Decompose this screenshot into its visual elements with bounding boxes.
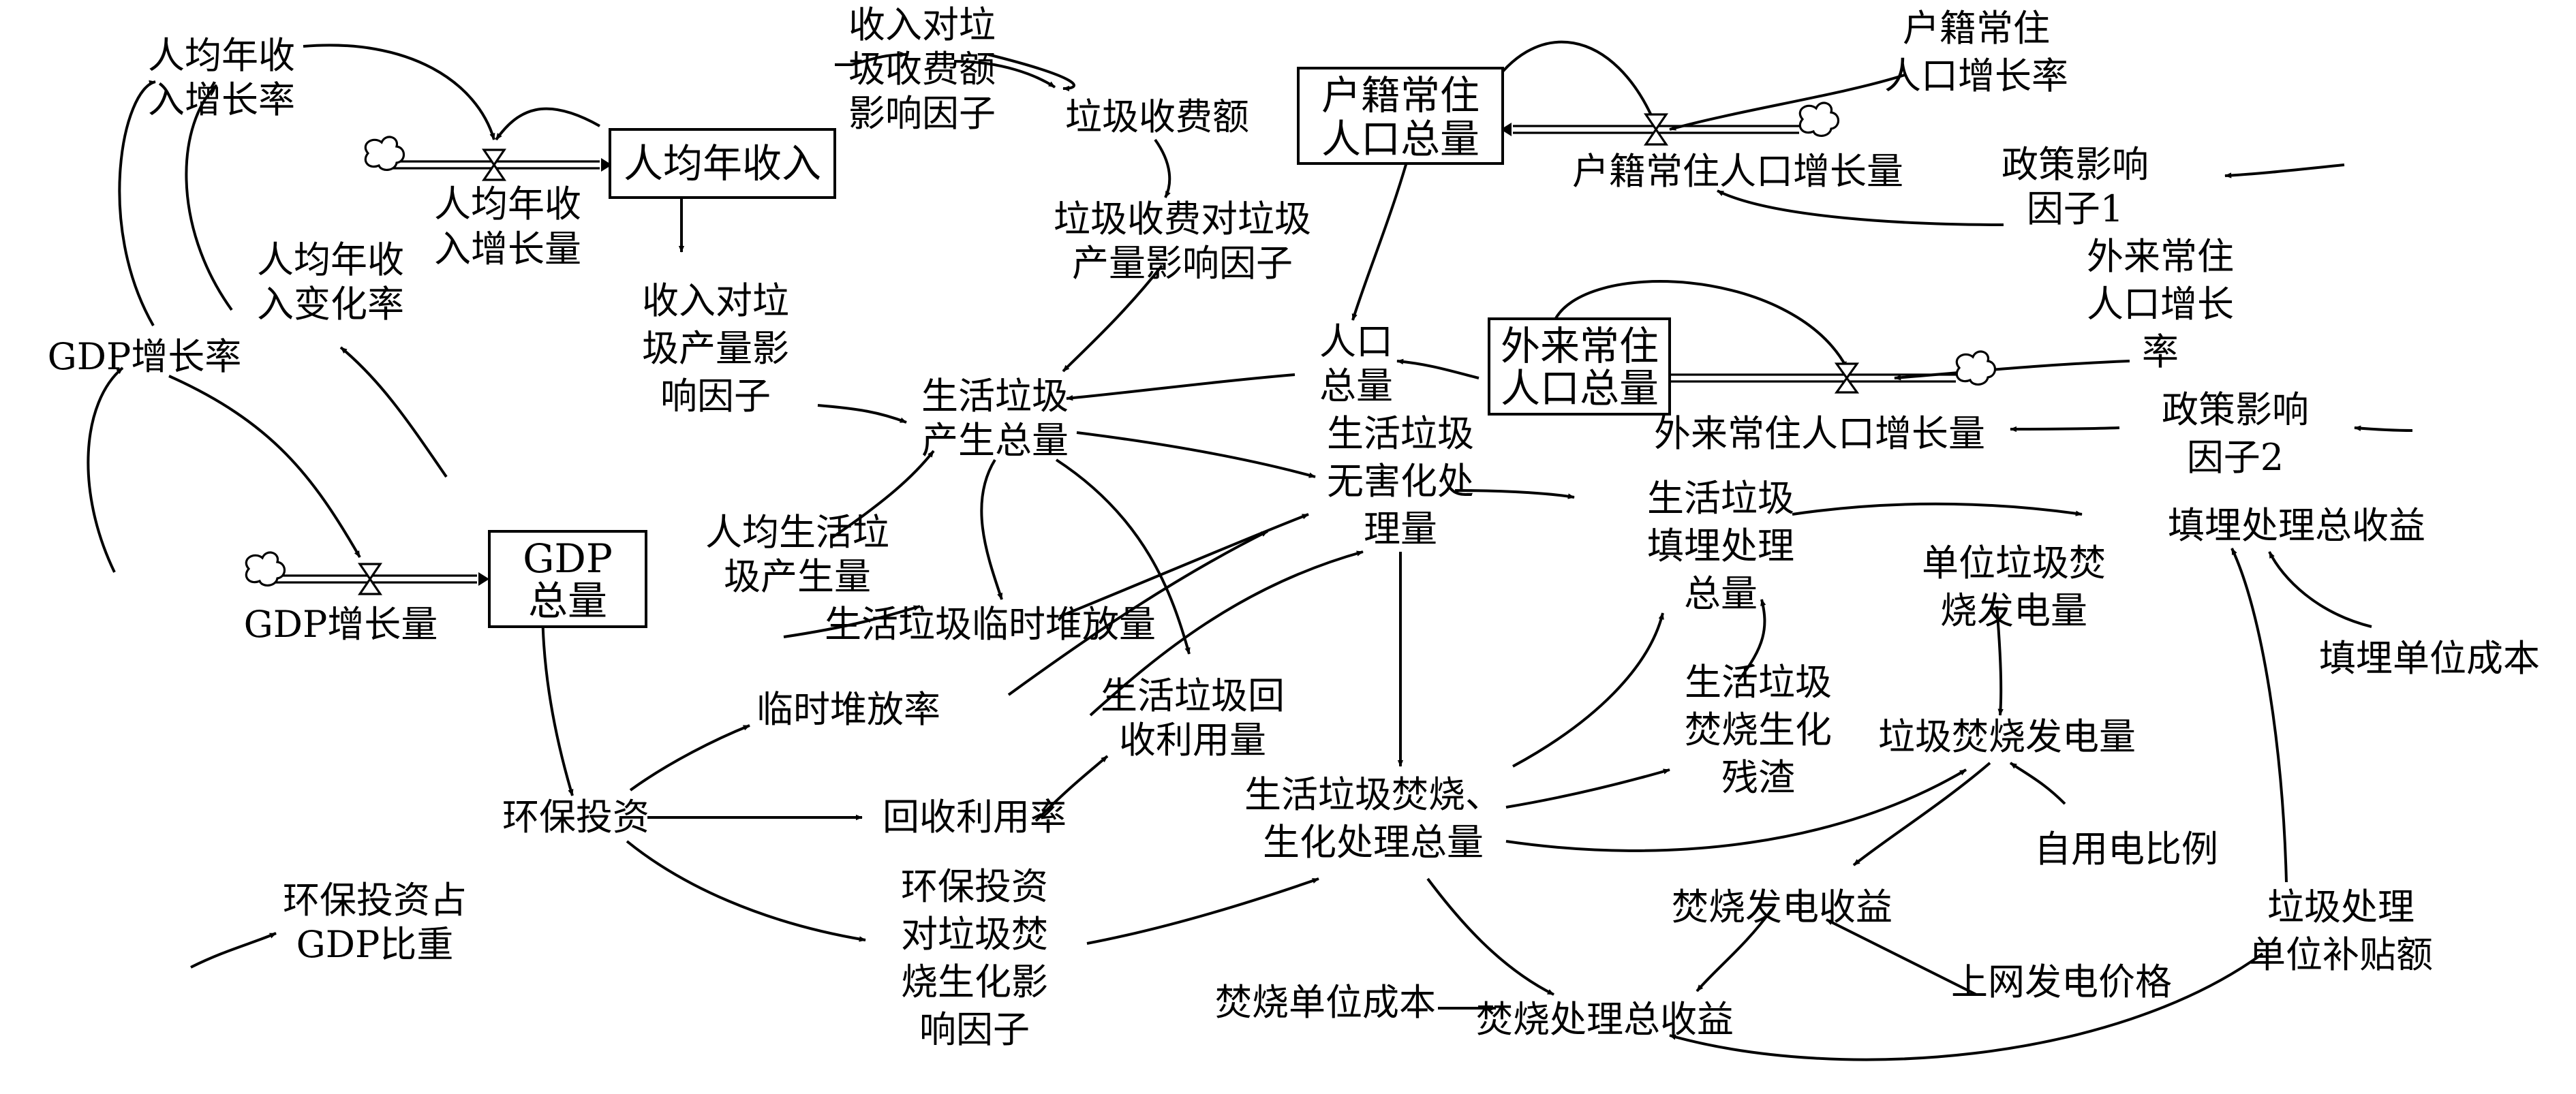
label-huji-growth: 户籍常住人口增长量 [1572, 150, 1903, 193]
label-landfill: 生活垃圾 [1647, 477, 1794, 520]
label-fee: 垃圾收费额 [1065, 95, 1249, 138]
source-cloud-icons [245, 101, 1997, 587]
svg-text:影响因子: 影响因子 [848, 92, 996, 135]
svg-text:率: 率 [2142, 330, 2179, 373]
svg-text:单位补贴额: 单位补贴额 [2249, 933, 2433, 976]
label-recycle-rate: 回收利用率 [883, 796, 1067, 839]
svg-text:圾产量影: 圾产量影 [642, 327, 789, 370]
label-incin-unit-cost: 焚烧单位成本 [1215, 981, 1436, 1024]
svg-text:烧生化影: 烧生化影 [901, 960, 1048, 1003]
label-recycle-amount: 生活垃圾回 [1101, 674, 1285, 717]
causal-links [87, 40, 2413, 1061]
label-temp-rate: 临时堆放率 [756, 688, 940, 731]
label-huji-growth-rate: 户籍常住 [1903, 7, 2050, 50]
svg-text:人口总量: 人口总量 [1501, 365, 1659, 411]
label-env-ratio: 环保投资占 [283, 879, 467, 922]
label-incin-revenue: 焚烧处理总收益 [1476, 998, 1734, 1041]
svg-text:人均年收入: 人均年收入 [624, 140, 821, 187]
svg-text:总量: 总量 [528, 578, 607, 624]
svg-text:圾收费额: 圾收费额 [848, 48, 996, 91]
svg-text:GDP: GDP [523, 535, 613, 582]
label-landfill-unit-cost: 填埋单位成本 [2319, 637, 2540, 680]
label-income-growth-rate: 人均年收 [148, 34, 295, 77]
svg-text:生化处理总量: 生化处理总量 [1263, 821, 1484, 864]
label-income-fee-factor: 收入对垃 [848, 3, 996, 46]
label-power-revenue: 焚烧发电收益 [1672, 886, 1892, 928]
label-residue: 生活垃圾 [1685, 661, 1832, 704]
svg-text:入变化率: 入变化率 [257, 283, 404, 326]
wailai-growth-valve [1834, 362, 1860, 394]
label-income-change-rate: 人均年收 [257, 238, 404, 281]
label-grid-price: 上网发电价格 [1951, 960, 2172, 1003]
label-per-capita-waste: 人均生活垃 [705, 511, 889, 554]
svg-text:对垃圾焚: 对垃圾焚 [901, 913, 1048, 956]
stock-wailai-population: 外来常住 人口总量 [1488, 317, 1671, 416]
variable-labels: 人均年收 入增长率 人均年收 入变化率 GDP增长率 人均年收 入增长量 收入对… [48, 3, 2540, 1051]
label-fee-output-factor: 垃圾收费对垃圾 [1054, 198, 1311, 240]
svg-text:总量: 总量 [1319, 364, 1393, 407]
svg-text:响因子: 响因子 [919, 1008, 1030, 1051]
label-waste-total: 生活垃圾 [921, 375, 1069, 418]
svg-text:户籍常住: 户籍常住 [1321, 72, 1479, 119]
label-policy2: 政策影响 [2162, 388, 2309, 431]
label-invest-factor: 环保投资 [901, 865, 1048, 908]
svg-text:外来常住: 外来常住 [1501, 323, 1659, 369]
label-subsidy: 垃圾处理 [2267, 886, 2414, 928]
label-self-use: 自用电比例 [2034, 828, 2218, 871]
stock-gdp: GDP 总量 [488, 530, 647, 628]
svg-text:入增长量: 入增长量 [434, 228, 581, 270]
svg-text:理量: 理量 [1364, 507, 1437, 550]
svg-text:人口增长率: 人口增长率 [1884, 54, 2068, 97]
svg-text:因子2: 因子2 [2187, 436, 2284, 479]
label-population: 人口 [1319, 320, 1393, 363]
svg-text:填埋处理: 填埋处理 [1647, 525, 1794, 567]
svg-text:残渣: 残渣 [1721, 756, 1795, 799]
stock-huji-population: 户籍常住 人口总量 [1297, 67, 1504, 165]
label-incineration-total: 生活垃圾焚烧、 [1244, 773, 1502, 816]
huji-growth-valve [1643, 113, 1669, 146]
label-power-per-unit: 单位垃圾焚 [1922, 542, 2106, 584]
label-gdp-growth-rate: GDP增长率 [48, 335, 242, 378]
huji-flow-arrowhead [1501, 123, 1512, 136]
svg-text:烧发电量: 烧发电量 [1940, 589, 2087, 632]
label-landfill-revenue: 填埋处理总收益 [2168, 504, 2425, 547]
income-growth-valve [481, 149, 507, 181]
svg-text:无害化处: 无害化处 [1327, 460, 1474, 503]
svg-text:入增长率: 入增长率 [148, 78, 295, 121]
svg-text:人口总量: 人口总量 [1321, 116, 1479, 162]
label-env-invest: 环保投资 [502, 796, 649, 839]
svg-text:焚烧生化: 焚烧生化 [1685, 708, 1832, 751]
flow-pipes [273, 125, 1956, 584]
svg-text:总量: 总量 [1684, 572, 1758, 615]
stock-income: 人均年收入 [609, 128, 836, 199]
label-policy1: 政策影响 [2002, 143, 2149, 186]
label-temp-pile: 生活垃圾临时堆放量 [825, 603, 1156, 646]
svg-text:响因子: 响因子 [660, 375, 771, 418]
label-gdp-growth: GDP增长量 [244, 603, 438, 646]
gdp-growth-valve [357, 563, 383, 595]
label-income-growth: 人均年收 [434, 183, 581, 225]
label-income-output-factor: 收入对垃 [642, 279, 789, 322]
svg-text:产量影响因子: 产量影响因子 [1072, 242, 1293, 285]
svg-text:GDP比重: GDP比重 [296, 923, 454, 966]
label-harmless: 生活垃圾 [1327, 412, 1474, 455]
svg-text:因子1: 因子1 [2027, 187, 2123, 230]
label-wailai-growth: 外来常住人口增长量 [1654, 412, 1985, 455]
svg-text:人口增长: 人口增长 [2087, 283, 2234, 326]
svg-text:产生总量: 产生总量 [921, 419, 1069, 462]
label-wailai-growth-rate: 外来常住 [2087, 235, 2234, 278]
gdp-flow-arrowhead [478, 572, 489, 586]
svg-text:圾产生量: 圾产生量 [724, 555, 871, 598]
label-power-gen: 垃圾焚烧发电量 [1878, 715, 2136, 758]
svg-text:收利用量: 收利用量 [1119, 719, 1266, 762]
income-flow-arrowhead [601, 158, 612, 172]
